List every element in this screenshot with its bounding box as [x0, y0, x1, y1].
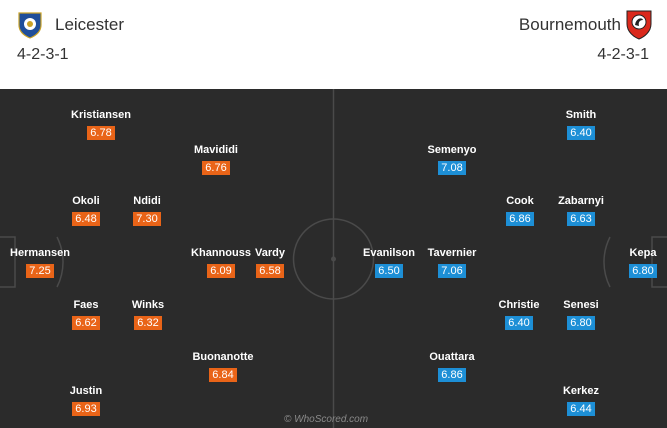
home-player[interactable]: Winks 6.32	[108, 299, 188, 331]
player-rating-badge: 6.48	[72, 212, 100, 226]
watermark: © WhoScored.com	[284, 414, 369, 425]
player-name: Okoli	[72, 195, 100, 207]
home-player[interactable]: Faes 6.62	[46, 299, 126, 331]
player-name: Cook	[506, 195, 534, 207]
home-player[interactable]: Okoli 6.48	[46, 195, 126, 227]
away-player[interactable]: Christie 6.40	[479, 299, 559, 331]
home-player[interactable]: Ndidi 7.30	[107, 195, 187, 227]
home-player[interactable]: Buonanotte 6.84	[183, 351, 263, 383]
player-rating-badge: 6.40	[505, 316, 533, 330]
away-formation: 4-2-3-1	[597, 46, 649, 63]
player-name: Mavididi	[193, 144, 238, 156]
away-player[interactable]: Cook 6.86	[480, 195, 560, 227]
away-player[interactable]: Ouattara 6.86	[412, 351, 492, 383]
away-player[interactable]: Evanilson 6.50	[349, 247, 429, 279]
player-name: Buonanotte	[192, 351, 254, 363]
away-player[interactable]: Smith 6.40	[541, 109, 621, 141]
away-team-name[interactable]: Bournemouth	[518, 15, 621, 34]
player-rating-badge: 7.08	[438, 161, 466, 175]
home-team-name[interactable]: Leicester	[55, 15, 124, 34]
player-name: Kepa	[629, 247, 657, 259]
away-player[interactable]: Senesi 6.80	[541, 299, 621, 331]
player-rating-badge: 6.62	[72, 316, 100, 330]
away-player[interactable]: Kerkez 6.44	[541, 385, 621, 417]
player-name: Khannouss	[191, 247, 251, 259]
player-name: Semenyo	[427, 144, 477, 156]
player-name: Evanilson	[363, 247, 415, 259]
player-rating-badge: 6.84	[209, 368, 237, 382]
player-name: Christie	[498, 299, 540, 311]
player-name: Kristiansen	[71, 109, 131, 121]
player-rating-badge: 7.06	[438, 264, 466, 278]
home-player[interactable]: Khannouss 6.09	[181, 247, 261, 279]
player-name: Ouattara	[429, 351, 475, 363]
away-player[interactable]: Tavernier 7.06	[412, 247, 492, 279]
player-name: Tavernier	[427, 247, 477, 259]
home-player[interactable]: Justin 6.93	[46, 385, 126, 417]
player-name: Senesi	[563, 299, 599, 311]
home-player[interactable]: Kristiansen 6.78	[61, 109, 141, 141]
bournemouth-crest-icon[interactable]	[625, 8, 653, 40]
away-player[interactable]: Kepa 6.80	[603, 247, 667, 279]
match-header: Leicester 4-2-3-1 Bournemouth 4-2-3-1	[0, 0, 667, 84]
player-rating-badge: 6.78	[87, 126, 115, 140]
away-player[interactable]: Zabarnyi 6.63	[541, 195, 621, 227]
player-name: Hermansen	[10, 247, 70, 259]
player-name: Zabarnyi	[558, 195, 604, 207]
player-rating-badge: 6.09	[207, 264, 235, 278]
player-name: Ndidi	[133, 195, 161, 207]
player-name: Vardy	[255, 247, 285, 259]
player-rating-badge: 6.44	[567, 402, 595, 416]
player-rating-badge: 7.30	[133, 212, 161, 226]
home-player[interactable]: Mavididi 6.76	[176, 144, 256, 176]
player-rating-badge: 6.80	[567, 316, 595, 330]
player-rating-badge: 6.50	[375, 264, 403, 278]
player-rating-badge: 6.40	[567, 126, 595, 140]
home-player[interactable]: Vardy 6.58	[230, 247, 310, 279]
pitch: Hermansen 7.25 Justin 6.93 Faes 6.62 Oko…	[0, 89, 667, 428]
player-rating-badge: 6.86	[438, 368, 466, 382]
player-rating-badge: 6.32	[134, 316, 162, 330]
player-name: Winks	[131, 299, 165, 311]
player-rating-badge: 6.76	[202, 161, 230, 175]
player-name: Faes	[73, 299, 99, 311]
home-player[interactable]: Hermansen 7.25	[0, 247, 80, 279]
player-rating-badge: 7.25	[26, 264, 54, 278]
player-rating-badge: 6.93	[72, 402, 100, 416]
player-name: Kerkez	[562, 385, 600, 397]
player-name: Justin	[69, 385, 103, 397]
player-rating-badge: 6.63	[567, 212, 595, 226]
player-rating-badge: 6.58	[256, 264, 284, 278]
player-rating-badge: 6.80	[629, 264, 657, 278]
player-rating-badge: 6.86	[506, 212, 534, 226]
player-name: Smith	[565, 109, 597, 121]
leicester-crest-icon[interactable]	[17, 11, 43, 39]
pitch-lines	[0, 89, 667, 428]
away-player[interactable]: Semenyo 7.08	[412, 144, 492, 176]
home-formation: 4-2-3-1	[17, 46, 69, 63]
